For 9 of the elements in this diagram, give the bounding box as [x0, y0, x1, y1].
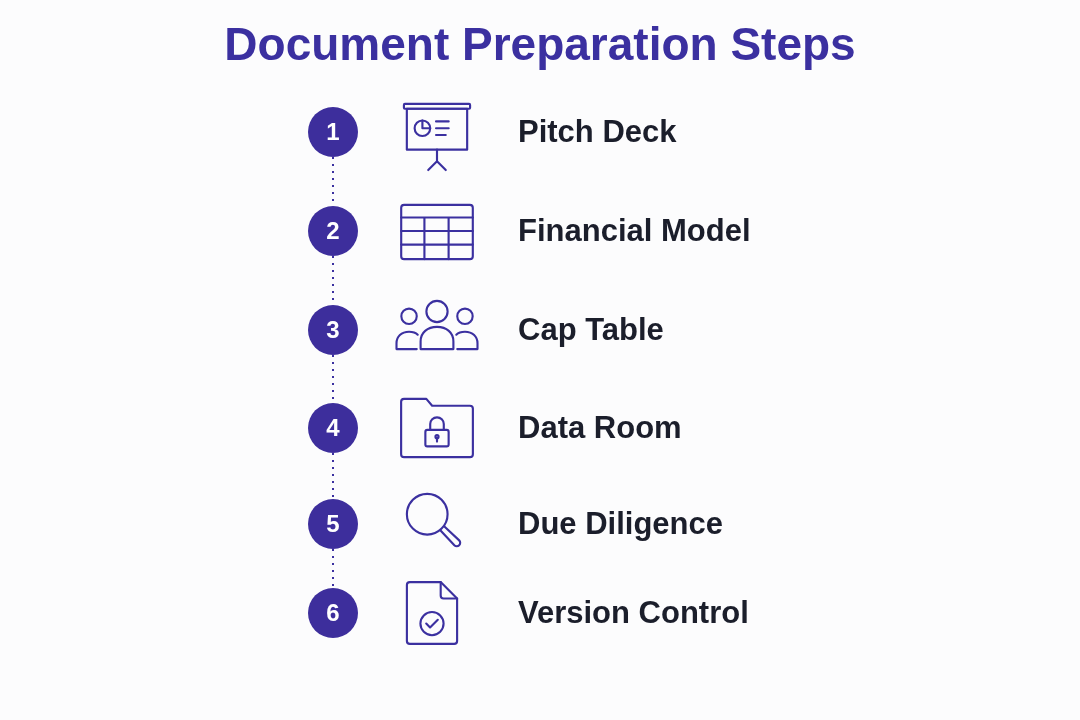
step-title: Data Room [518, 409, 682, 447]
step-title: Financial Model [518, 212, 751, 250]
step-title: Cap Table [518, 311, 664, 349]
dotted-connector [332, 452, 334, 500]
diagram-title: Document Preparation Steps [224, 17, 856, 72]
step-title: Pitch Deck [518, 113, 677, 151]
step-title: Version Control [518, 594, 749, 632]
step-title: Due Diligence [518, 505, 723, 543]
dotted-connector [332, 548, 334, 589]
